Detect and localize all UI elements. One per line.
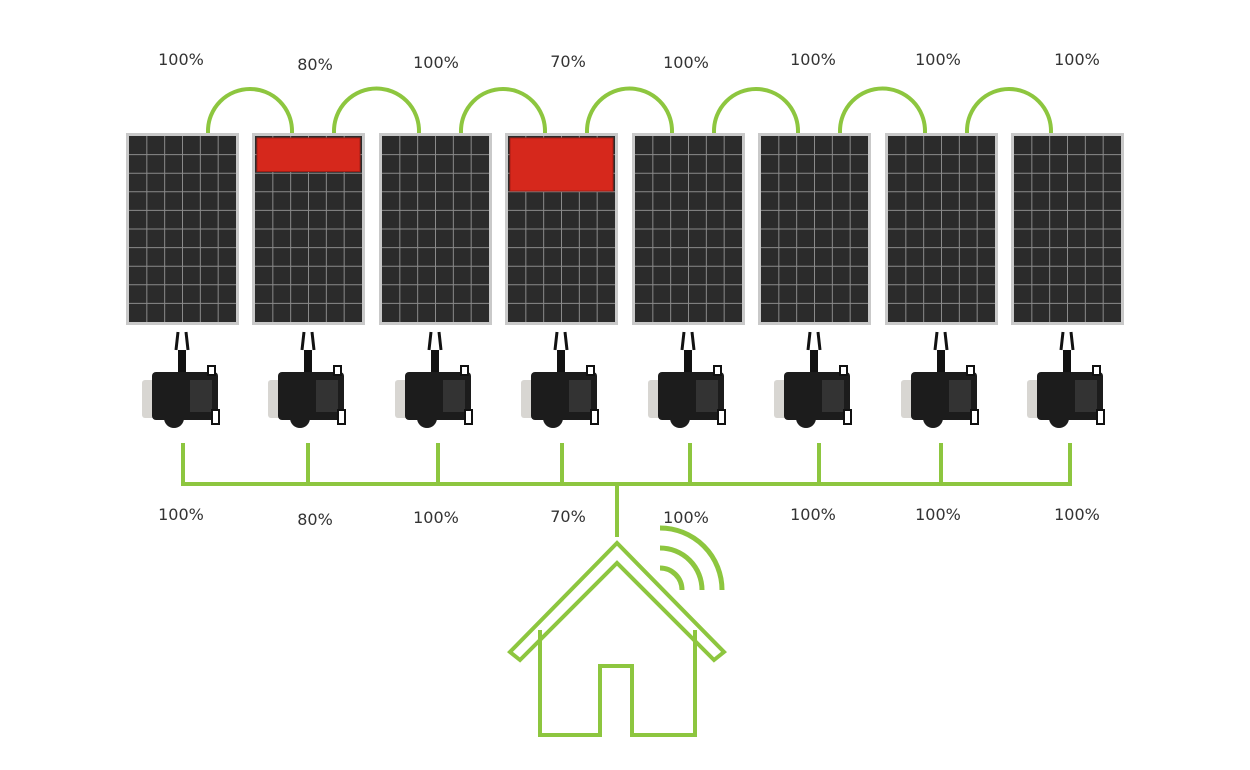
house-walls bbox=[538, 630, 697, 737]
inverter-port bbox=[164, 408, 184, 428]
panel-output-label: 80% bbox=[297, 55, 333, 74]
mount-tab bbox=[590, 409, 599, 425]
microinverter-icon bbox=[395, 331, 473, 428]
inverter-port bbox=[417, 408, 437, 428]
inverter-label bbox=[569, 380, 591, 412]
mount-tab bbox=[717, 409, 726, 425]
cable-connector bbox=[557, 350, 565, 372]
panel-output-label: 100% bbox=[413, 53, 459, 72]
cable bbox=[427, 331, 443, 351]
string-wire-arc bbox=[585, 86, 674, 133]
inverter-output-label: 100% bbox=[790, 505, 836, 524]
cable-connector bbox=[304, 350, 312, 372]
inverter-port bbox=[290, 408, 310, 428]
inverter-port bbox=[796, 408, 816, 428]
inverter-output-label: 100% bbox=[663, 508, 709, 527]
mount-tab bbox=[966, 365, 975, 376]
shading-area bbox=[509, 137, 614, 192]
mount-tab bbox=[460, 365, 469, 376]
mount-tab bbox=[211, 409, 220, 425]
inverter-label bbox=[316, 380, 338, 412]
panel-output-label: 100% bbox=[158, 50, 204, 69]
cable bbox=[553, 331, 569, 351]
solar-panel bbox=[758, 133, 871, 325]
panel-output-label: 70% bbox=[550, 52, 586, 71]
house-roof bbox=[507, 540, 727, 663]
shading-area bbox=[256, 137, 361, 172]
signal-wave bbox=[659, 525, 725, 591]
microinverter-icon bbox=[268, 331, 346, 428]
string-wire-arc bbox=[712, 87, 800, 133]
inverter-port bbox=[670, 408, 690, 428]
microinverter-icon bbox=[901, 331, 979, 428]
inverter-label bbox=[696, 380, 718, 412]
string-wire-arc bbox=[332, 86, 421, 133]
string-wire-arc bbox=[965, 87, 1053, 133]
string-wire-arc bbox=[459, 87, 547, 133]
panel-output-label: 100% bbox=[663, 53, 709, 72]
mount-tab bbox=[1092, 365, 1101, 376]
inverter-port bbox=[923, 408, 943, 428]
microinverter-icon bbox=[648, 331, 726, 428]
solar-panel bbox=[632, 133, 745, 325]
panel-output-label: 100% bbox=[790, 50, 836, 69]
mount-tab bbox=[843, 409, 852, 425]
solar-panel bbox=[126, 133, 239, 325]
signal-wave bbox=[659, 545, 705, 591]
microinverter-icon bbox=[1027, 331, 1105, 428]
cable bbox=[174, 331, 190, 351]
inverter-port bbox=[543, 408, 563, 428]
wifi-signal-icon bbox=[659, 525, 725, 591]
microinverter-icon bbox=[142, 331, 220, 428]
cable-connector bbox=[810, 350, 818, 372]
house-icon bbox=[507, 540, 727, 737]
microinverter-icon bbox=[521, 331, 599, 428]
inverter-label bbox=[822, 380, 844, 412]
mount-tab bbox=[713, 365, 722, 376]
mount-tab bbox=[464, 409, 473, 425]
panel-output-label: 100% bbox=[915, 50, 961, 69]
inverter-label bbox=[949, 380, 971, 412]
inverter-output-label: 70% bbox=[550, 507, 586, 526]
mount-tab bbox=[207, 365, 216, 376]
inverter-label bbox=[1075, 380, 1097, 412]
mount-tab bbox=[333, 365, 342, 376]
mount-tab bbox=[337, 409, 346, 425]
inverter-output-label: 100% bbox=[915, 505, 961, 524]
inverter-label bbox=[190, 380, 212, 412]
string-wire-arc bbox=[206, 87, 294, 133]
signal-wave bbox=[659, 565, 685, 591]
cable bbox=[300, 331, 316, 351]
cable-connector bbox=[178, 350, 186, 372]
cable-connector bbox=[431, 350, 439, 372]
solar-panel bbox=[505, 133, 618, 325]
cable-connector bbox=[937, 350, 945, 372]
inverter-output-label: 100% bbox=[413, 508, 459, 527]
mount-tab bbox=[839, 365, 848, 376]
cable bbox=[806, 331, 822, 351]
mount-tab bbox=[586, 365, 595, 376]
microinverter-icon bbox=[774, 331, 852, 428]
cable bbox=[933, 331, 949, 351]
inverter-output-label: 80% bbox=[297, 510, 333, 529]
inverter-output-label: 100% bbox=[1054, 505, 1100, 524]
cable-connector bbox=[684, 350, 692, 372]
solar-panel bbox=[1011, 133, 1124, 325]
cable bbox=[1059, 331, 1075, 351]
cable bbox=[680, 331, 696, 351]
inverter-port bbox=[1049, 408, 1069, 428]
mount-tab bbox=[1096, 409, 1105, 425]
solar-panel bbox=[885, 133, 998, 325]
panel-output-label: 100% bbox=[1054, 50, 1100, 69]
cable-connector bbox=[1063, 350, 1071, 372]
solar-panel bbox=[379, 133, 492, 325]
solar-panel bbox=[252, 133, 365, 325]
inverter-output-label: 100% bbox=[158, 505, 204, 524]
string-wire-arc bbox=[838, 86, 927, 133]
mount-tab bbox=[970, 409, 979, 425]
inverter-label bbox=[443, 380, 465, 412]
